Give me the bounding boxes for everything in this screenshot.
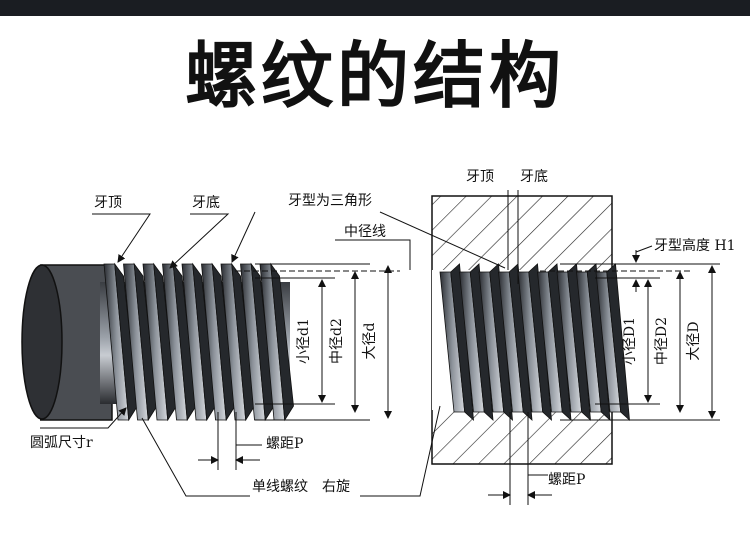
major-diameter-d: 大径d <box>362 322 378 359</box>
radius-label: 圆弧尺寸r <box>30 435 93 451</box>
nut-thread-tooth-shadow <box>528 263 552 421</box>
pitch-diameter-D2: 中径D2 <box>654 317 670 365</box>
nut-thread-tooth-shadow <box>489 263 513 421</box>
nut-thread-tooth-shadow <box>450 263 474 421</box>
root-label-left: 牙底 <box>192 195 220 211</box>
top-bar <box>0 0 750 16</box>
thread-height-label: 牙型高度 H1 <box>654 237 736 254</box>
pitch-label-left: 螺距P <box>266 436 303 452</box>
dimension-lines <box>198 190 720 505</box>
crest-label-left: 牙顶 <box>94 195 122 211</box>
triangle-profile-label: 牙型为三角形 <box>288 193 372 209</box>
root-label-right: 牙底 <box>520 169 548 185</box>
nut-thread-tooth-shadow <box>469 263 494 421</box>
nut-thread-tooth-shadow <box>508 263 533 421</box>
single-thread-label: 单线螺纹 <box>252 479 308 495</box>
pitch-label-right: 螺距P <box>548 472 585 488</box>
leader-lines <box>40 211 506 497</box>
major-diameter-D: 大径D <box>686 321 702 360</box>
bolt-thread-tooth-shadow <box>270 262 294 422</box>
pitch-diameter-d2: 中径d2 <box>329 318 345 364</box>
right-hand-label: 右旋 <box>322 479 350 495</box>
pitch-line-label: 中径线 <box>344 224 386 240</box>
nut-internal-thread <box>431 195 630 465</box>
crest-label-right: 牙顶 <box>466 169 494 185</box>
minor-diameter-D1: 小径D1 <box>622 317 638 365</box>
bolt-external-thread <box>21 262 294 422</box>
page-title: 螺纹的结构 <box>184 34 565 118</box>
minor-diameter-d1: 小径d1 <box>296 318 312 364</box>
